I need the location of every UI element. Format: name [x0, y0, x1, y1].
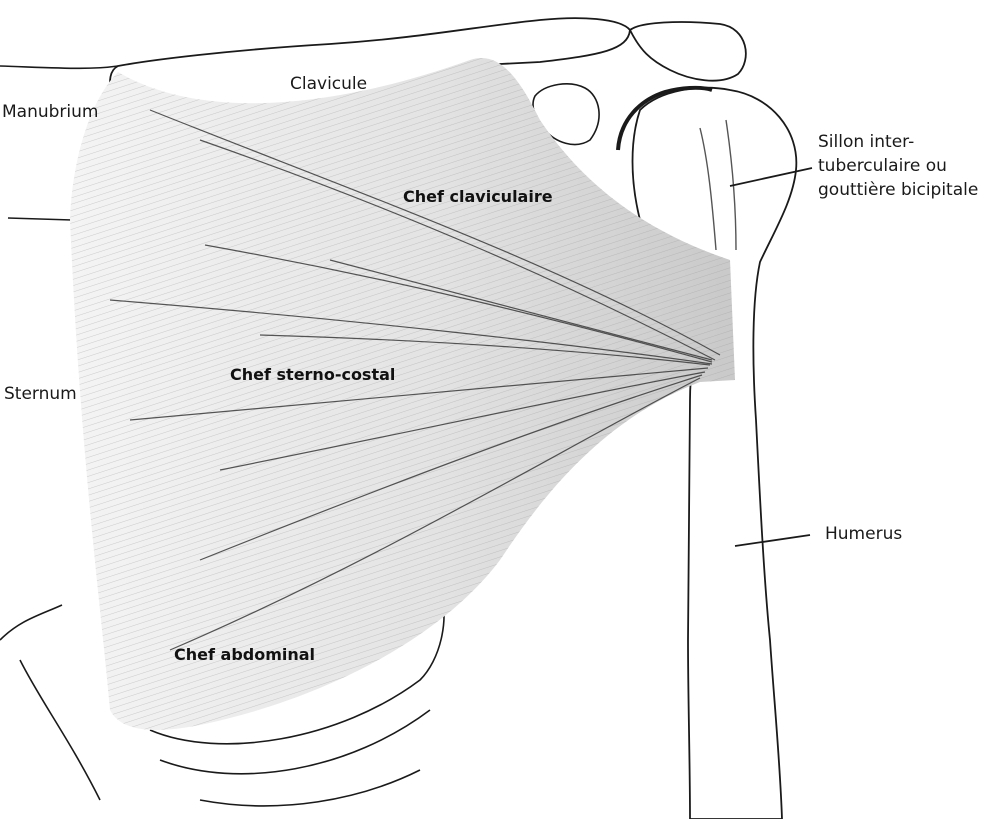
clavicle-top-edge	[0, 66, 118, 68]
manubrium-label: Manubrium	[2, 102, 98, 122]
sternum-line	[8, 218, 72, 220]
humerus-bone	[633, 88, 797, 819]
lower-rib-2	[20, 660, 100, 800]
chef-abdominal-label: Chef abdominal	[174, 645, 315, 665]
acromion	[630, 22, 746, 81]
sternum-label: Sternum	[4, 384, 77, 404]
sillon-intertuberculaire-label: Sillon inter- tuberculaire ou gouttière …	[818, 130, 978, 202]
clavicule-label: Clavicule	[290, 74, 367, 94]
chef-sterno-costal-label: Chef sterno-costal	[230, 365, 395, 385]
sillon-label-line-3: gouttière bicipitale	[818, 178, 978, 202]
sillon-label-line-2: tuberculaire ou	[818, 154, 978, 178]
lower-rib-5	[200, 770, 420, 806]
humerus-label: Humerus	[825, 524, 902, 544]
lower-rib-1	[0, 605, 62, 640]
chef-claviculaire-label: Chef claviculaire	[403, 187, 553, 207]
sillon-label-line-1: Sillon inter-	[818, 130, 978, 154]
